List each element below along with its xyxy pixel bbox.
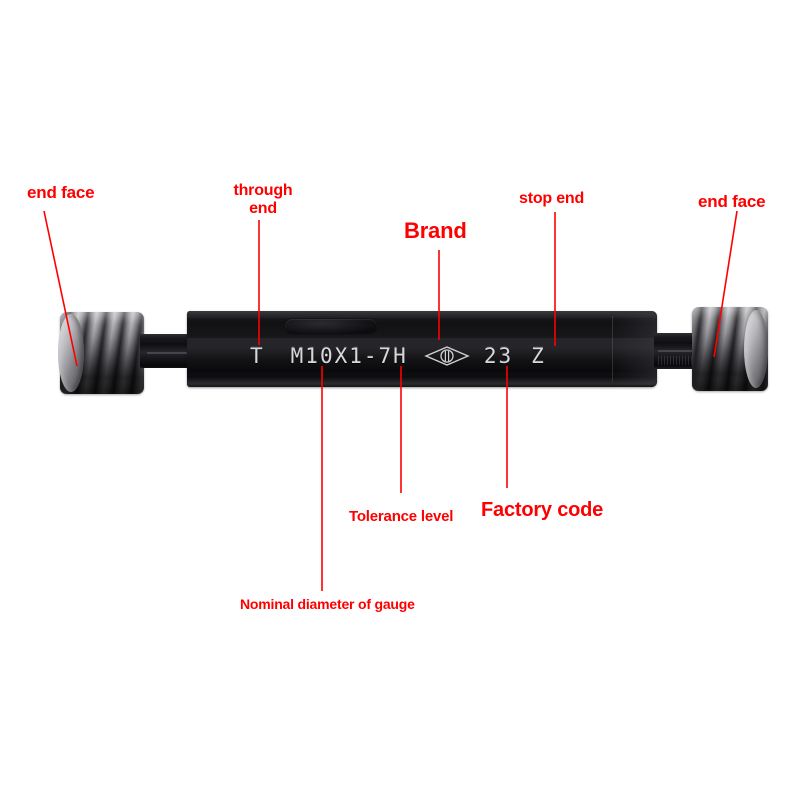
annotation-label-tolerance-level: Tolerance level (349, 508, 454, 525)
annotation-label-stop-end: stop end (519, 190, 585, 207)
marking-stop-mark: Z (531, 344, 546, 368)
right-end-face (744, 310, 768, 388)
body-right-facet (612, 313, 657, 385)
marking-thread-spec: M10X1-7H (290, 344, 408, 368)
body-facet-edge (612, 316, 613, 382)
annotation-label-end-face-right: end face (698, 192, 766, 211)
annotation-label-end-face-left: end face (27, 183, 95, 202)
left-shank (140, 334, 190, 368)
annotation-label-through-end: through end (233, 182, 293, 217)
marking-factory-code: 23 (483, 344, 514, 368)
right-shank-groove (658, 350, 696, 352)
right-shank (654, 333, 698, 369)
marking-through-mark: T (250, 344, 265, 368)
body-oval-slot (285, 319, 377, 334)
left-shank-groove (147, 352, 189, 354)
diamond-logo-icon (424, 345, 470, 367)
body-engraving-band (187, 338, 657, 372)
annotation-label-brand: Brand (404, 218, 467, 243)
gauge-marking-text: T M10X1-7H 23 Z (250, 344, 546, 368)
annotation-label-factory-code: Factory code (481, 499, 604, 521)
left-end-face (58, 314, 84, 392)
body-bottom-chamfer (187, 376, 657, 387)
body-top-chamfer (187, 311, 657, 318)
annotation-label-nominal-diameter: Nominal diameter of gauge (240, 596, 415, 612)
right-shank-knurl (658, 356, 694, 365)
